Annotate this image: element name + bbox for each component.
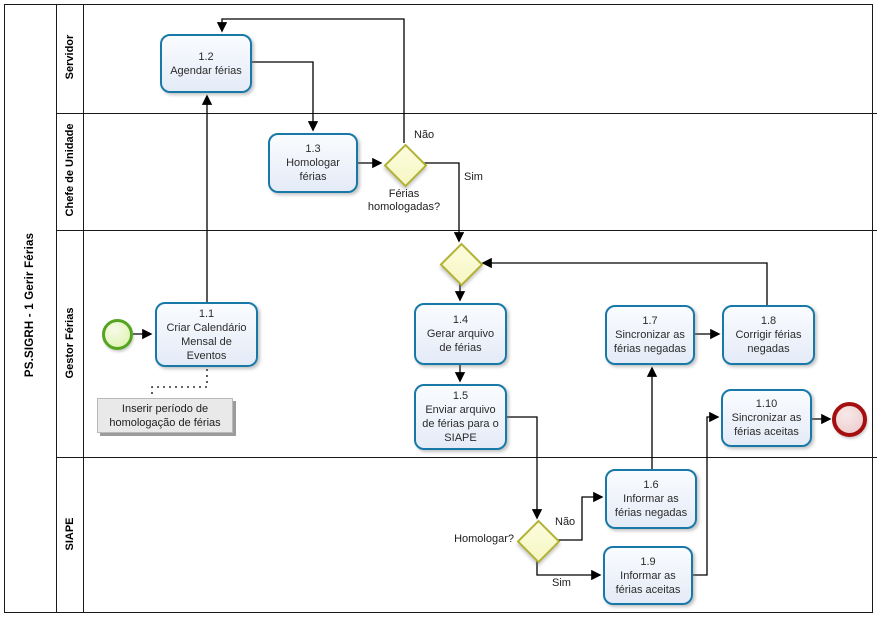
task-number: 1.1: [198, 307, 215, 320]
task-number: 1.10: [755, 398, 778, 410]
lane-divider-3: [56, 457, 877, 458]
flow-t18-to-gmerge: [481, 257, 768, 305]
flow-t15-to-g2: [507, 416, 543, 520]
task-number: 1.6: [643, 479, 659, 491]
task-1-6[interactable]: 1.6 Informar as férias negadas: [605, 469, 697, 529]
g1-no-label: Não: [414, 129, 435, 141]
task-label: Criar Calendário Mensal de Eventos: [166, 321, 247, 362]
task-1-1[interactable]: 1.1 Criar Calendário Mensal de Eventos: [155, 302, 258, 367]
annotation-text: Inserir período de homologação de férias: [109, 402, 221, 429]
task-number: 1.8: [760, 315, 777, 327]
flow-t19-to-t110: [693, 411, 720, 576]
task-number: 1.9: [640, 555, 656, 568]
g2-no-label: Não: [555, 516, 576, 528]
task-label: Enviar arquivo de férias para o SIAPE: [422, 404, 499, 444]
lane-divider-2: [56, 230, 877, 231]
task-label: Gerar arquivo de férias: [426, 328, 495, 354]
task-1-7[interactable]: 1.7 Sincronizar as férias negadas: [605, 305, 695, 365]
task-1-3[interactable]: 1.3 Homologar férias: [268, 133, 358, 193]
task-number: 1.7: [642, 315, 658, 327]
lane-label-divider: [83, 5, 84, 612]
task-label: Agendar férias: [170, 64, 242, 77]
end-event[interactable]: [832, 402, 867, 437]
task-1-8[interactable]: 1.8 Corrigir férias negadas: [722, 305, 815, 365]
task-number: 1.4: [452, 314, 469, 326]
g1-yes-label: Sim: [464, 171, 483, 183]
task-number: 1.2: [198, 50, 214, 63]
task-label: Sincronizar as férias negadas: [613, 329, 687, 355]
g1-question-label: Férias homologadas?: [367, 188, 441, 213]
g2-yes-label: Sim: [552, 577, 571, 589]
task-1-2[interactable]: 1.2 Agendar férias: [160, 34, 252, 93]
task-number: 1.3: [305, 143, 321, 155]
task-1-4[interactable]: 1.4 Gerar arquivo de férias: [414, 303, 507, 365]
annotation-note[interactable]: Inserir período de homologação de férias: [97, 398, 233, 433]
task-label: Informar as férias aceitas: [615, 569, 681, 596]
flow-t12-to-t13: [252, 61, 319, 132]
g2-question-label: Homologar?: [454, 533, 514, 545]
pool-title-divider: [56, 5, 57, 612]
task-label: Corrigir férias negadas: [735, 329, 802, 355]
association-t11-annotation: [151, 369, 208, 397]
task-1-5[interactable]: 1.5 Enviar arquivo de férias para o SIAP…: [414, 384, 507, 450]
task-1-9[interactable]: 1.9 Informar as férias aceitas: [603, 546, 693, 605]
task-label: Sincronizar as férias aceitas: [731, 412, 802, 438]
task-label: Homologar férias: [286, 157, 340, 183]
pool-border: [4, 4, 873, 613]
flow-g1-sim-to-gmerge: [424, 162, 465, 243]
task-label: Informar as férias negadas: [614, 493, 688, 519]
flow-g1-nao-to-t12: [216, 18, 405, 143]
flow-g2-nao-to-t16: [557, 491, 604, 541]
lane-divider-1: [56, 113, 877, 114]
task-1-10[interactable]: 1.10 Sincronizar as férias aceitas: [721, 389, 812, 447]
start-event[interactable]: [102, 319, 133, 350]
flow-g2-sim-to-t19: [536, 560, 602, 581]
task-number: 1.5: [452, 390, 469, 402]
